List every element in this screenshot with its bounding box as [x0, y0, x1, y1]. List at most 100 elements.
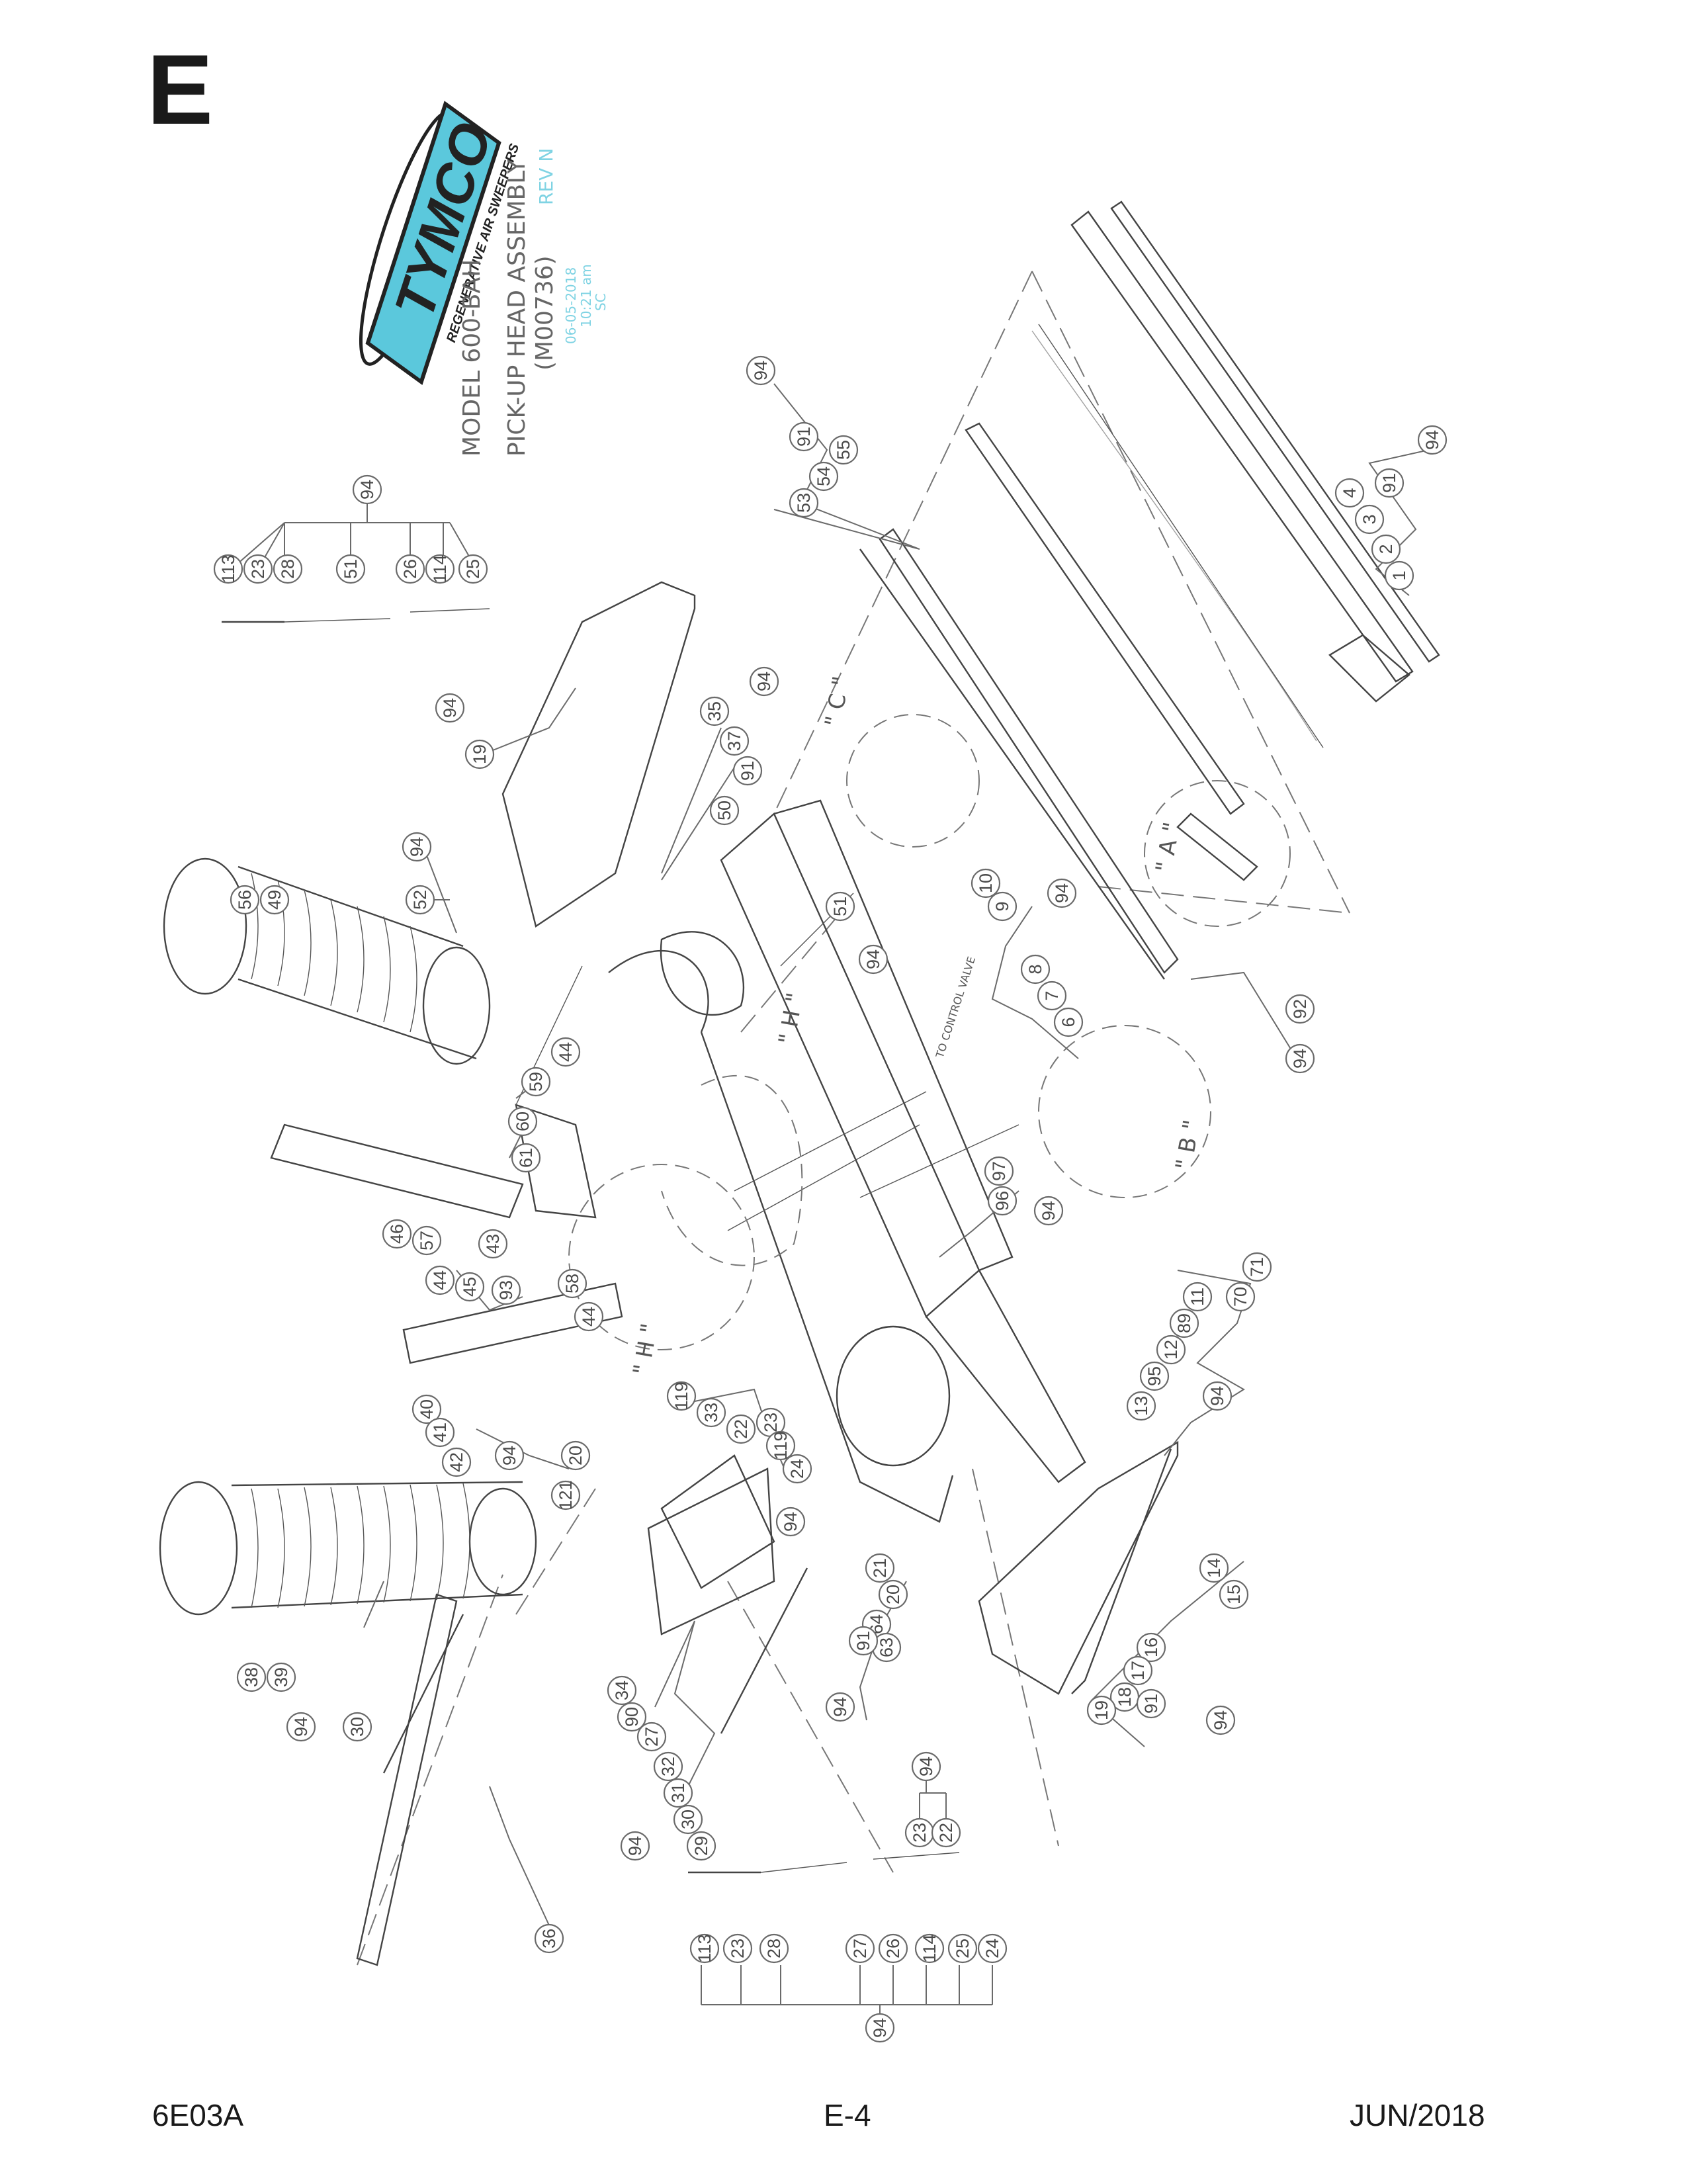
callout-balloon: 94 — [1047, 878, 1077, 908]
callout-balloon: 4 — [1334, 478, 1365, 508]
callout-balloon: 49 — [259, 885, 290, 915]
callout-balloon: 94 — [746, 355, 776, 386]
callout-circle — [435, 693, 465, 723]
callout-number: 49 — [265, 890, 284, 910]
callout-number: 1 — [1389, 570, 1409, 580]
callout-circle — [686, 1831, 716, 1861]
callout-number: 30 — [347, 1717, 367, 1737]
callout-circle — [977, 1933, 1008, 1964]
callout-circle — [464, 739, 495, 769]
assembly-line: PICK-UP HEAD ASSEMBLY — [503, 159, 531, 457]
callout-number: 23 — [761, 1413, 781, 1432]
callout-number: 25 — [463, 559, 483, 579]
model-line: MODEL 600-BAH — [458, 259, 486, 457]
callout-balloon: 113 — [689, 1933, 720, 1964]
callout-circle — [243, 554, 273, 584]
callout-balloon: 37 — [719, 726, 750, 756]
callout-circle — [1334, 478, 1365, 508]
callout-circle — [1047, 878, 1077, 908]
callout-balloon: 19 — [1086, 1695, 1117, 1725]
callout-number: 41 — [430, 1422, 450, 1442]
callout-circle — [266, 1662, 296, 1692]
callout-circle — [550, 1037, 581, 1067]
callout-balloon: 94 — [825, 1692, 855, 1722]
callout-number: 96 — [992, 1191, 1012, 1211]
callout-circle — [1136, 1632, 1166, 1663]
callout-circle — [666, 1381, 697, 1411]
callout-number: 94 — [1211, 1710, 1231, 1730]
callout-number: 13 — [1131, 1396, 1151, 1416]
callout-circle — [765, 1430, 796, 1461]
leader-lines — [231, 383, 1430, 2025]
callout-number: 94 — [440, 698, 460, 718]
callout-circle — [236, 1662, 267, 1692]
callout-balloon: 51 — [335, 554, 366, 584]
callout-number: 37 — [724, 731, 744, 751]
callout-balloon: 94 — [402, 832, 432, 862]
callout-circle — [1219, 1579, 1249, 1610]
callout-balloon: 96 — [987, 1186, 1017, 1216]
callout-balloon: 71 — [1242, 1252, 1272, 1282]
callout-circle — [507, 1106, 538, 1137]
callout-number: 54 — [814, 466, 834, 486]
callout-circle — [775, 1507, 806, 1537]
callout-number: 7 — [1042, 990, 1062, 1000]
callout-number: 28 — [764, 1939, 784, 1958]
callout-circle — [719, 726, 750, 756]
callout-circle — [534, 1923, 564, 1954]
callout-number: 95 — [1145, 1366, 1164, 1386]
callout-number: 44 — [579, 1307, 599, 1327]
callout-balloon: 25 — [458, 554, 488, 584]
section-letter: E — [147, 34, 214, 145]
callout-circle — [1285, 1043, 1315, 1074]
detail-label-h-lower: " H " — [628, 1321, 663, 1377]
callout-circle — [521, 1067, 551, 1097]
callout-number: 43 — [483, 1234, 503, 1254]
footer-page-number: E-4 — [824, 2098, 871, 2132]
callout-circle — [984, 1156, 1014, 1186]
callout-circle — [828, 435, 859, 465]
callout-number: 94 — [870, 2018, 890, 2038]
callout-balloon: 50 — [709, 795, 740, 826]
callout-circle — [411, 1225, 442, 1256]
callout-number: 26 — [883, 1939, 903, 1958]
callout-balloon: 90 — [617, 1702, 647, 1732]
callout-circle — [1417, 425, 1448, 455]
callout-circle — [789, 488, 819, 518]
callout-number: 94 — [751, 361, 771, 380]
date-stamp: 06-05-2018 — [563, 267, 579, 344]
callout-circle — [425, 554, 455, 584]
callout-balloon: 70 — [1225, 1282, 1256, 1312]
callout-circle — [1242, 1252, 1272, 1282]
detail-labels: " A " " B " " C " " H " " H " TO CONTROL… — [628, 674, 1205, 1377]
callout-number: 2 — [1376, 544, 1396, 554]
callout-balloon: 30 — [342, 1712, 372, 1742]
callout-circle — [454, 1272, 485, 1302]
callout-balloon: 10 — [971, 868, 1001, 898]
callout-number: 20 — [566, 1446, 585, 1465]
callout-balloon: 12 — [1156, 1334, 1186, 1365]
callout-balloon: 52 — [405, 885, 435, 915]
callout-balloon: 6 — [1053, 1007, 1084, 1037]
callout-circle — [1020, 954, 1051, 984]
callout-balloon: 19 — [464, 739, 495, 769]
callout-circle — [865, 1553, 895, 1583]
callout-number: 38 — [241, 1667, 261, 1687]
callout-circle — [653, 1751, 683, 1782]
detail-label-c: " C " — [820, 674, 855, 728]
callout-circle — [825, 891, 855, 922]
callout-number: 94 — [357, 480, 377, 500]
callout-number: 91 — [794, 427, 814, 447]
callout-balloon: 61 — [511, 1143, 541, 1173]
callout-circle — [1354, 504, 1385, 535]
callout-balloon: 60 — [507, 1106, 538, 1137]
callout-circle — [213, 554, 243, 584]
callout-circle — [230, 885, 260, 915]
callout-number: 92 — [1290, 999, 1310, 1019]
callout-balloon: 91 — [789, 421, 819, 452]
callout-circle — [1086, 1695, 1117, 1725]
callout-number: 22 — [936, 1823, 956, 1843]
callout-balloon: 94 — [1417, 425, 1448, 455]
detail-label-h-upper: " H " — [773, 990, 808, 1046]
